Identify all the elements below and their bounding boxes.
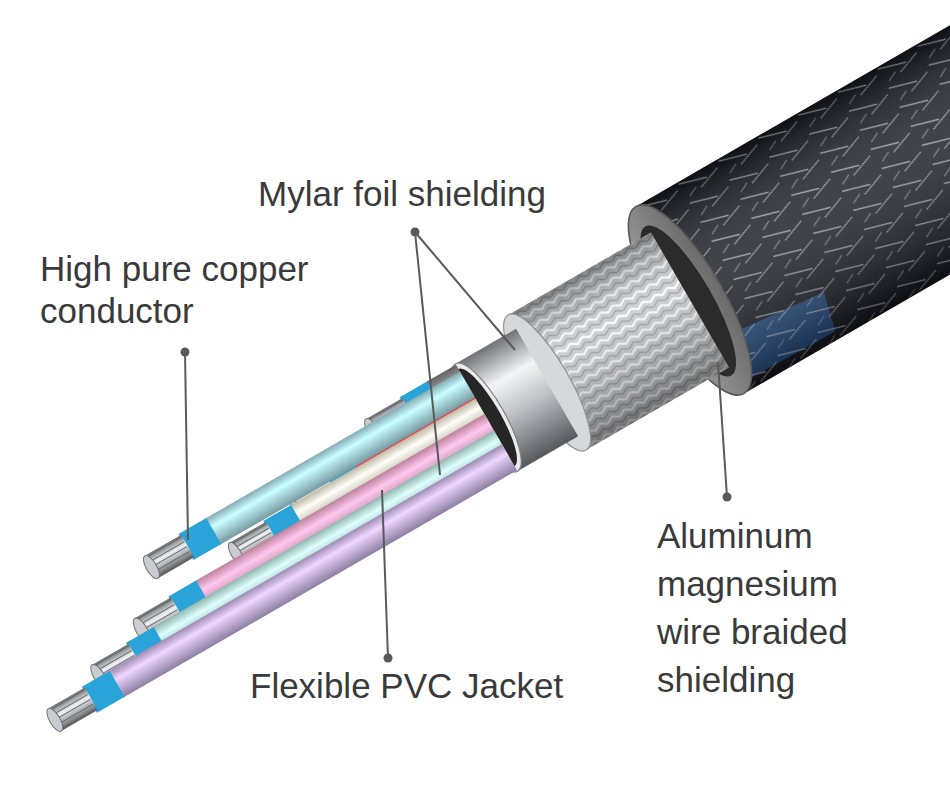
copper-end [140,553,162,581]
leader-line [718,362,727,497]
leader-line [415,232,515,350]
callout-label: Flexible PVC Jacket [250,664,630,708]
copper-strand-line [62,709,96,729]
leader-dot [384,654,393,663]
copper-strand-line [232,524,266,544]
leader-dot [181,348,190,357]
cable-body [0,0,950,776]
callout-label: High pure copper conductor [40,248,335,332]
leader-dot [411,228,420,237]
callout-label: Aluminum magnesium wire braided shieldin… [657,512,862,704]
leader-line [415,232,440,475]
wire-insulation [108,444,517,697]
leader-line [382,490,388,658]
leader-lines [181,228,732,663]
copper-end [44,706,66,734]
leader-dot [723,493,732,502]
leader-line [185,352,188,540]
copper-strand-line [159,556,193,576]
callout-label: Mylar foil shielding [258,172,618,216]
